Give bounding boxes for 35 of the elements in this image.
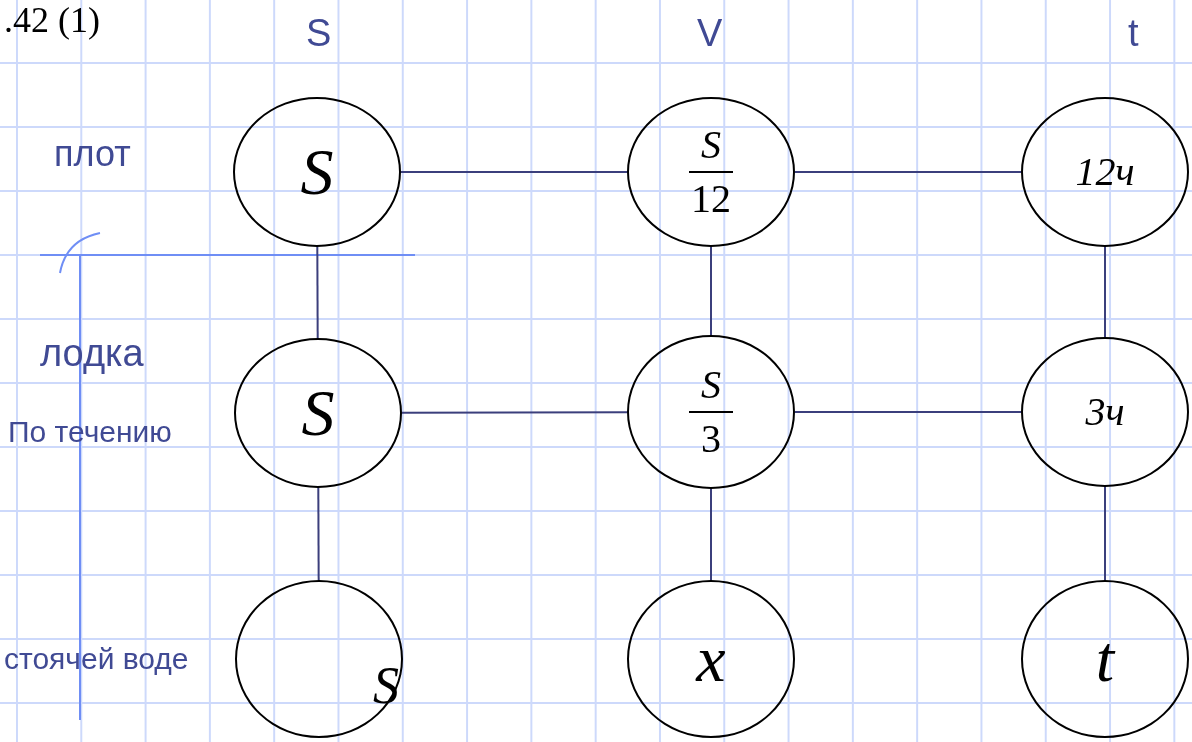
denominator: 12 <box>691 179 731 219</box>
math-symbol: S <box>301 380 335 446</box>
value-ellipse <box>234 338 402 488</box>
connector-line <box>400 171 628 173</box>
math-symbol: S <box>300 139 334 205</box>
denominator: 3 <box>701 419 721 459</box>
math-symbol: 3ч <box>1085 392 1125 432</box>
value-ellipse <box>233 97 401 247</box>
connector-line <box>1104 486 1106 581</box>
row-heading: плот <box>54 136 131 172</box>
connector-line <box>401 411 628 414</box>
value-ellipse <box>627 335 795 489</box>
value-ellipse <box>1021 97 1189 247</box>
value-ellipse <box>627 97 795 247</box>
connector-line <box>794 171 1022 173</box>
connector-line <box>1104 246 1106 338</box>
connector-line <box>710 488 712 581</box>
connector-line <box>317 487 320 581</box>
column-heading: V <box>697 14 723 52</box>
connector-line <box>710 246 712 336</box>
numerator: S <box>701 125 721 165</box>
math-symbol: x <box>696 626 726 692</box>
value-ellipse <box>1021 337 1189 487</box>
column-heading: t <box>1128 14 1139 52</box>
connector-line <box>316 246 319 339</box>
numerator: S <box>701 365 721 405</box>
value-ellipse <box>1021 580 1189 738</box>
problem-number: .42 (1) <box>4 2 100 38</box>
value-ellipse <box>627 580 795 738</box>
math-symbol: t <box>1095 626 1115 692</box>
math-symbol: S <box>373 660 399 712</box>
value-ellipse <box>235 580 403 738</box>
column-heading: S <box>306 14 332 52</box>
connector-line <box>794 411 1022 413</box>
math-symbol: 12ч <box>1075 152 1135 192</box>
